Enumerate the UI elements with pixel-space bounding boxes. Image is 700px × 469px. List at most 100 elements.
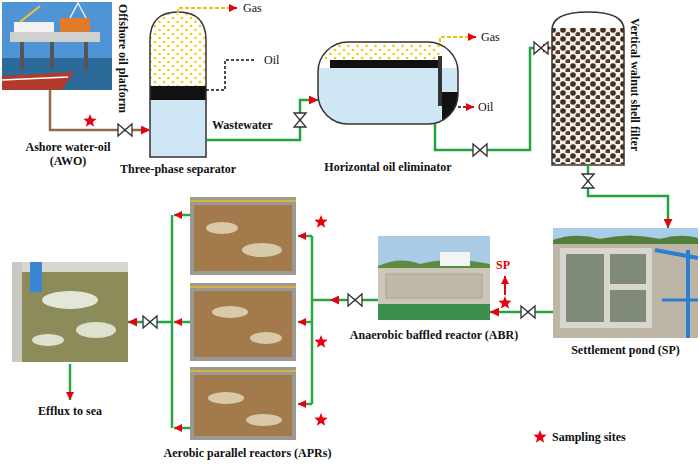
outlet-label: Oil [264,53,279,67]
platform-photo [70,3,86,18]
settlement-pond-photo [553,228,698,338]
apr-photos [208,392,244,404]
oil-eliminator-vessel [330,60,438,68]
efflux-photo [42,291,98,309]
apr-photos [246,414,282,426]
separator-vessel [150,14,206,86]
apr-manifolds [298,235,312,238]
outlet-label: Gas [481,30,500,44]
settlement-pond-photo [662,299,698,302]
abr-photo: Anaerobic baffled reactor (ABR) [378,236,490,320]
node-label: Anaerobic baffled reactor (ABR) [350,328,518,342]
apr-photos [190,197,296,440]
sampling-star [314,335,327,348]
apr-photos [194,375,292,436]
gas-oil-outlets [206,60,256,90]
platform-photo [2,2,112,90]
oil-eliminator-vessel [318,42,458,124]
separator-vessel [150,12,206,157]
node-label: Settlement pond (SP) [571,343,680,357]
apr-photos [242,243,282,257]
platform-photo [20,6,40,22]
valve-symbol [473,144,487,156]
valve-symbol [348,294,362,306]
efflux-photo [12,262,128,362]
efflux-photo: Efflux to sea [12,262,128,362]
apr-photos [212,306,248,318]
apr-manifolds [298,321,312,324]
abr-photo [378,260,490,268]
apr-photos [190,367,296,440]
pipe-connector [435,48,552,150]
oil-eliminator-vessel [438,56,442,106]
apr-manifolds [165,215,330,428]
settlement-pond-photo [566,254,604,322]
apr-photos [206,222,238,234]
platform-photo [10,32,100,42]
oil-eliminator-vessel [318,68,458,124]
walnut-filter-vessel: Vertical walnut shell filter [552,12,624,165]
efflux-photo [76,322,116,338]
legend-sample [532,429,548,445]
platform-photo [50,40,54,70]
settlement-pond-photo [686,250,690,338]
efflux-photo [12,262,128,362]
efflux-arrow [70,364,71,400]
apr-manifolds [298,403,312,406]
platform-photo [60,18,90,32]
apr-manifolds [174,321,190,324]
outlet-label: Oil [478,100,493,114]
node-label: Vertical walnut shell filter [628,18,642,151]
efflux-photo [12,262,22,362]
legend-entry: Sampling sites [532,429,626,445]
legend-label: Sampling sites [552,430,626,444]
outlet-label: Gas [243,1,262,15]
apr-photos [194,291,292,357]
pipe-connector [206,100,318,140]
valve-symbol [118,42,594,328]
walnut-filter-vessel [552,12,624,165]
pipe-label: Wastewater [210,118,275,132]
sampling-star [83,114,96,127]
walnut-filter-vessel [552,28,624,164]
sampling-arrow [505,276,506,295]
node-label: Three-phase separator [120,162,236,176]
pipe-connector [588,165,668,228]
platform-photo [14,22,54,32]
abr-photo [386,274,482,298]
apr-photos [190,197,296,275]
apr-manifolds [174,214,190,217]
sampling-star [83,114,511,426]
apr-group: Aerobic parallel reactors (APRs) [165,195,330,442]
apr-manifolds [165,215,172,428]
settlement-pond-photo [553,236,698,245]
sampling-star [314,413,327,426]
platform-photo [84,40,88,70]
walnut-filter-vessel [552,12,624,165]
gas-oil-outlets [466,106,474,108]
separator-vessel [150,12,206,157]
apr-photos [190,283,296,361]
efflux-photo [32,334,64,346]
separator-vessel [150,100,206,157]
valve-symbol [521,306,535,318]
sampling-label: SP [496,258,510,272]
valve-symbol [118,124,132,136]
node-label: Aerobic parallel reactors (APRs) [164,446,332,460]
settlement-pond-photo [610,254,646,284]
node-label: Efflux to sea [38,404,102,418]
gas-oil-outlets [178,8,476,107]
apr-photos [250,332,282,344]
settlement-pond-photo: Settlement pond (SP) [553,228,698,338]
efflux-photo [12,262,128,272]
oil-eliminator-vessel [318,42,458,124]
oil-eliminator-vessel [318,44,440,59]
walnut-filter-vessel [552,12,624,165]
settlement-pond-photo [553,228,698,338]
platform-photo [20,40,24,70]
apr-manifolds [174,427,190,430]
pipe-label: Ashore water-oil (AWO) [18,140,118,168]
